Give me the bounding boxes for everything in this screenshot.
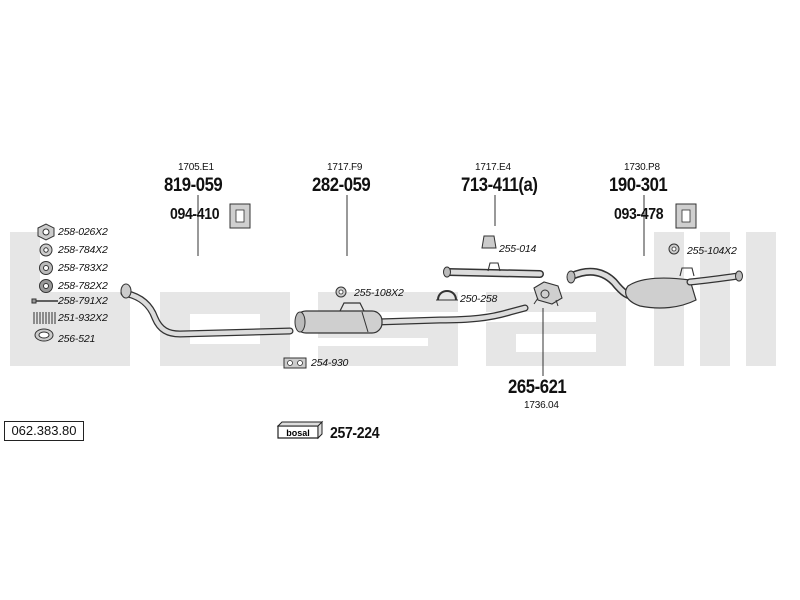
gasket-ring-icon — [34, 328, 54, 342]
front-pipe — [120, 283, 294, 338]
u-clamp-icon — [436, 290, 458, 301]
hardware-label: 258-026X2 — [58, 226, 108, 238]
hardware-label: 258-783X2 — [58, 262, 108, 274]
part-number-257-224: 257-224 — [330, 425, 380, 442]
clamp-icon — [481, 235, 497, 249]
callout-250-258: 250-258 — [460, 293, 498, 305]
part-number-282-059: 282-059 — [312, 175, 371, 196]
intermediate-pipe — [443, 262, 544, 278]
hardware-label: 256-521 — [58, 333, 96, 345]
kit-box-label: bosal — [286, 428, 310, 438]
bolt-icon — [31, 298, 58, 304]
hardware-label: 258-784X2 — [58, 244, 108, 256]
rubber-hanger-icon — [675, 203, 697, 229]
part-number-093-478: 093-478 — [614, 206, 664, 223]
part-number-094-410: 094-410 — [170, 206, 220, 223]
hardware-label: 258-782X2 — [58, 280, 108, 292]
bosal-kit-box-icon: bosal — [276, 420, 324, 440]
hardware-label: 251-932X2 — [58, 312, 108, 324]
hardware-icons — [31, 223, 58, 342]
nut-icon — [39, 279, 53, 293]
ref-label-1705-e1: 1705.E1 — [178, 162, 214, 173]
connector-clamp — [533, 281, 563, 307]
part-number-265-621: 265-621 — [508, 377, 567, 398]
gasket-icon — [283, 357, 307, 369]
callout-255-014: 255-014 — [499, 243, 537, 255]
callout-254-930: 254-930 — [311, 357, 349, 369]
part-number-190-301: 190-301 — [609, 175, 668, 196]
hardware-label: 258-791X2 — [58, 295, 108, 307]
rear-silencer — [566, 267, 743, 309]
washer-icon — [39, 243, 53, 257]
leader-lines — [197, 195, 645, 376]
callout-255-104x2: 255-104X2 — [687, 245, 737, 257]
nut-icon — [37, 223, 55, 241]
nut-icon — [39, 261, 53, 275]
ref-label-1730-p8: 1730.P8 — [624, 162, 660, 173]
spring-icon — [33, 312, 56, 324]
middle-silencer — [294, 302, 529, 334]
catalog-number-box: 062.383.80 — [4, 421, 84, 441]
callout-255-108x2: 255-108X2 — [354, 287, 404, 299]
rubber-hanger-icon — [229, 203, 251, 229]
part-number-819-059: 819-059 — [164, 175, 223, 196]
part-number-713-411a: 713-411(a) — [461, 175, 538, 196]
ref-label-1717-e4: 1717.E4 — [475, 162, 511, 173]
hanger-ring-icon — [668, 243, 680, 255]
hanger-ring-icon — [335, 286, 347, 298]
ref-label-1736-04: 1736.04 — [524, 400, 559, 411]
ref-label-1717-f9: 1717.F9 — [327, 162, 363, 173]
